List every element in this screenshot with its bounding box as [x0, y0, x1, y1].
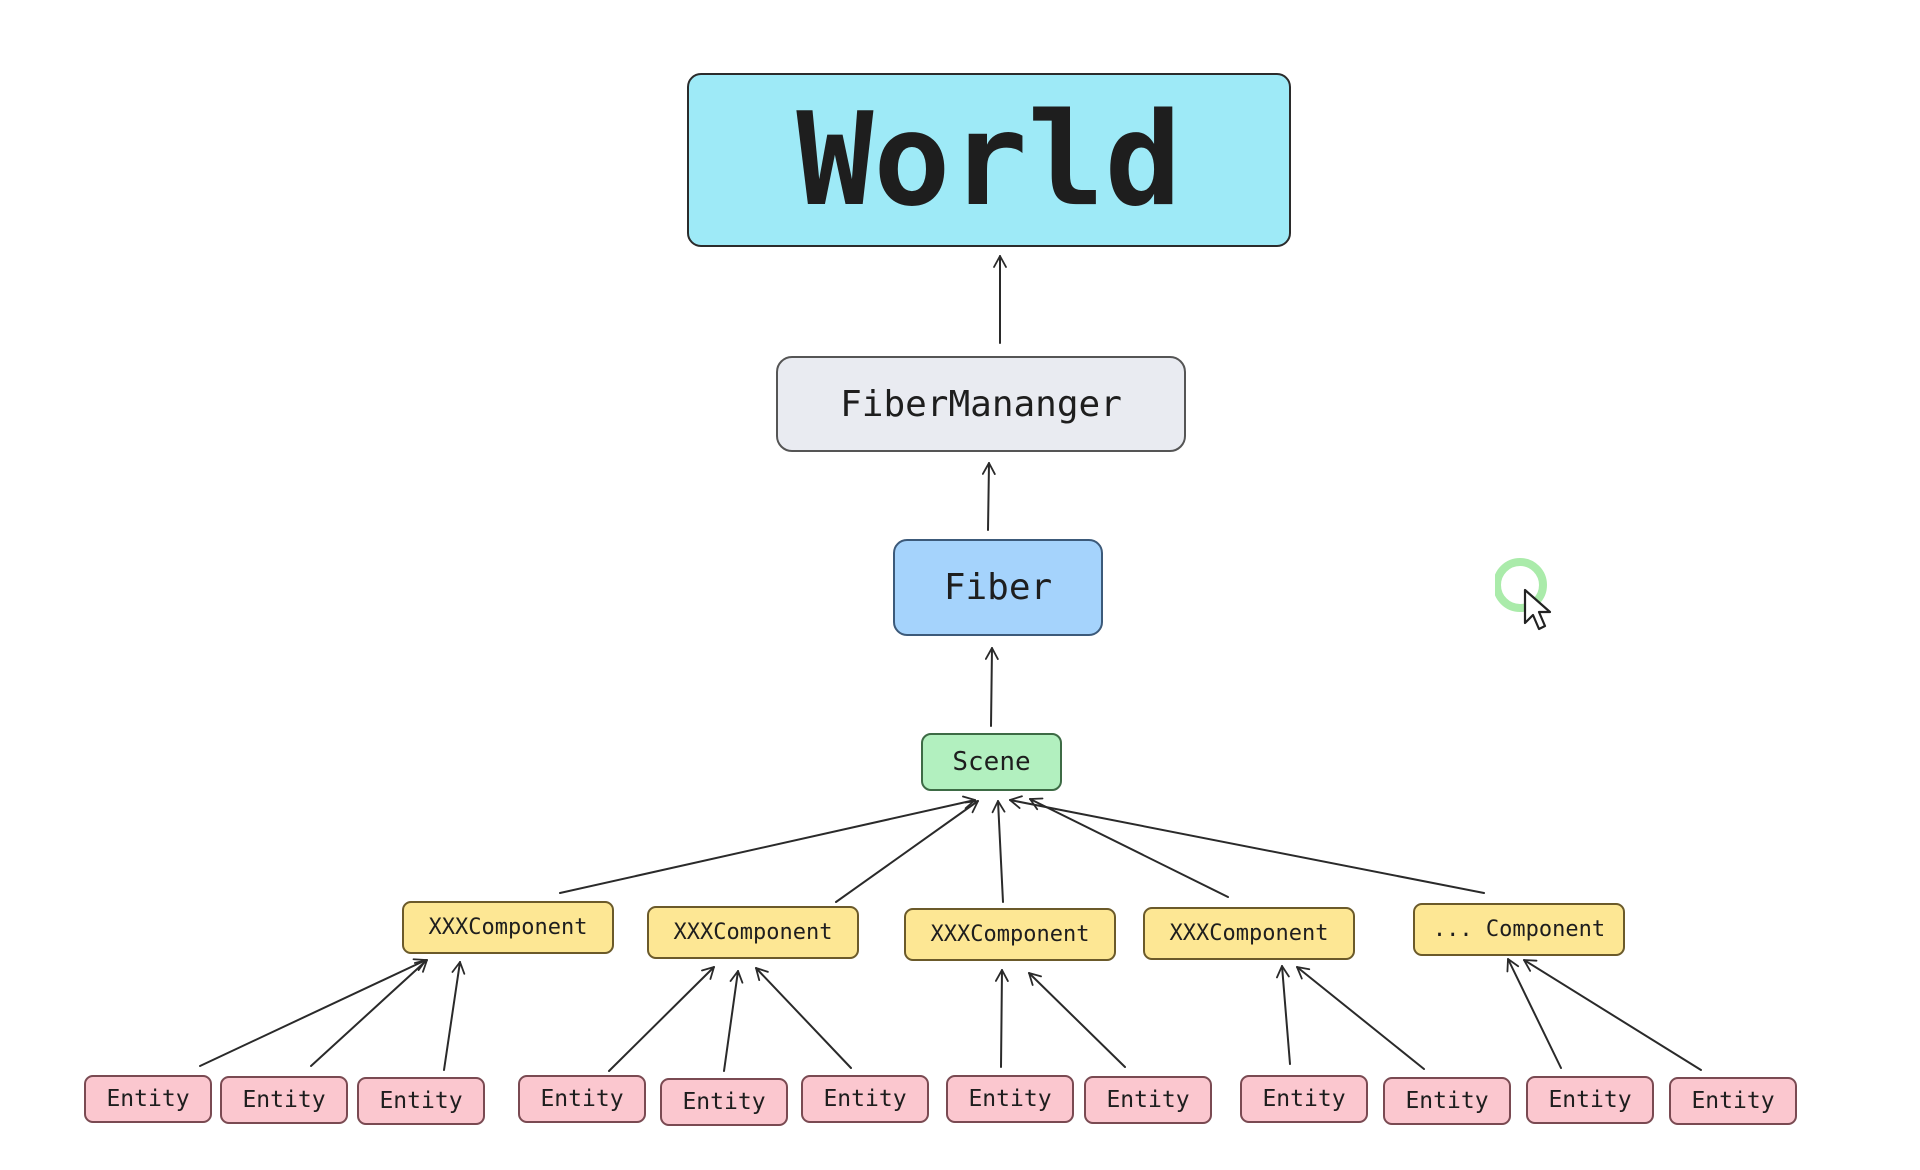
- entity-label: Entity: [1548, 1087, 1632, 1113]
- component-label: XXXComponent: [673, 920, 833, 945]
- entity-label: Entity: [1691, 1088, 1775, 1114]
- arrow-entity-to-component: [443, 961, 466, 1071]
- component-label: XXXComponent: [930, 922, 1090, 947]
- fiber-manager-label: FiberMananger: [840, 383, 1122, 425]
- world-node[interactable]: World: [687, 73, 1291, 247]
- entity-node[interactable]: Entity: [357, 1077, 485, 1125]
- entity-node[interactable]: Entity: [946, 1075, 1074, 1123]
- entity-label: Entity: [379, 1088, 463, 1114]
- arrow-component-to-scene: [991, 800, 1006, 903]
- entity-label: Entity: [1106, 1087, 1190, 1113]
- component-node[interactable]: XXXComponent: [647, 906, 859, 959]
- entity-node[interactable]: Entity: [1240, 1075, 1368, 1123]
- entity-node[interactable]: Entity: [84, 1075, 212, 1123]
- arrow-component-to-scene: [559, 795, 976, 894]
- entity-label: Entity: [968, 1086, 1052, 1112]
- cursor-arrow-icon: [1523, 588, 1552, 631]
- component-node[interactable]: XXXComponent: [1143, 907, 1355, 960]
- component-node[interactable]: ... Component: [1413, 903, 1625, 956]
- entity-node[interactable]: Entity: [1526, 1076, 1654, 1124]
- arrow-entity-to-component: [723, 970, 744, 1072]
- arrow-entity-to-component: [199, 958, 427, 1067]
- entity-label: Entity: [1262, 1086, 1346, 1112]
- entity-node[interactable]: Entity: [801, 1075, 929, 1123]
- fiber-manager-node[interactable]: FiberMananger: [776, 356, 1186, 452]
- component-label: XXXComponent: [1169, 921, 1329, 946]
- cursor-highlight-ring: [1495, 558, 1547, 612]
- component-label: XXXComponent: [428, 915, 588, 940]
- arrow-entity-to-component: [755, 967, 852, 1069]
- fiber-node[interactable]: Fiber: [893, 539, 1103, 636]
- entity-node[interactable]: Entity: [660, 1078, 788, 1126]
- entity-node[interactable]: Entity: [220, 1076, 348, 1124]
- arrow-entity-to-component: [1276, 965, 1291, 1065]
- fiber-label: Fiber: [943, 567, 1053, 608]
- arrow-scene-to-fiber: [984, 647, 999, 727]
- component-node[interactable]: XXXComponent: [904, 908, 1116, 961]
- arrow-entity-to-component: [310, 959, 428, 1067]
- arrow-entity-to-component: [994, 969, 1009, 1068]
- scene-label: Scene: [952, 747, 1031, 777]
- mouse-cursor-icon: [1495, 558, 1552, 631]
- arrow-component-to-scene: [835, 800, 979, 903]
- arrow-entity-to-component: [1296, 966, 1425, 1070]
- entity-node[interactable]: Entity: [1669, 1077, 1797, 1125]
- entity-label: Entity: [823, 1086, 907, 1112]
- arrow-entity-to-component: [1506, 958, 1562, 1069]
- world-label: World: [796, 85, 1182, 235]
- arrow-component-to-scene: [1029, 797, 1229, 898]
- entity-label: Entity: [682, 1089, 766, 1115]
- component-node[interactable]: XXXComponent: [402, 901, 614, 954]
- arrow-entity-to-component: [608, 966, 715, 1072]
- arrow-entity-to-component: [1028, 972, 1126, 1068]
- entity-label: Entity: [1405, 1088, 1489, 1114]
- entity-label: Entity: [540, 1086, 624, 1112]
- arrow-fiber-to-fibermanager: [981, 462, 996, 531]
- entity-node[interactable]: Entity: [518, 1075, 646, 1123]
- entity-node[interactable]: Entity: [1084, 1076, 1212, 1124]
- entity-label: Entity: [242, 1087, 326, 1113]
- entity-label: Entity: [106, 1086, 190, 1112]
- scene-node[interactable]: Scene: [921, 733, 1062, 791]
- entity-node[interactable]: Entity: [1383, 1077, 1511, 1125]
- component-label: ... Component: [1432, 917, 1606, 942]
- arrow-entity-to-component: [1523, 959, 1702, 1071]
- arrow-component-to-scene: [1009, 795, 1485, 894]
